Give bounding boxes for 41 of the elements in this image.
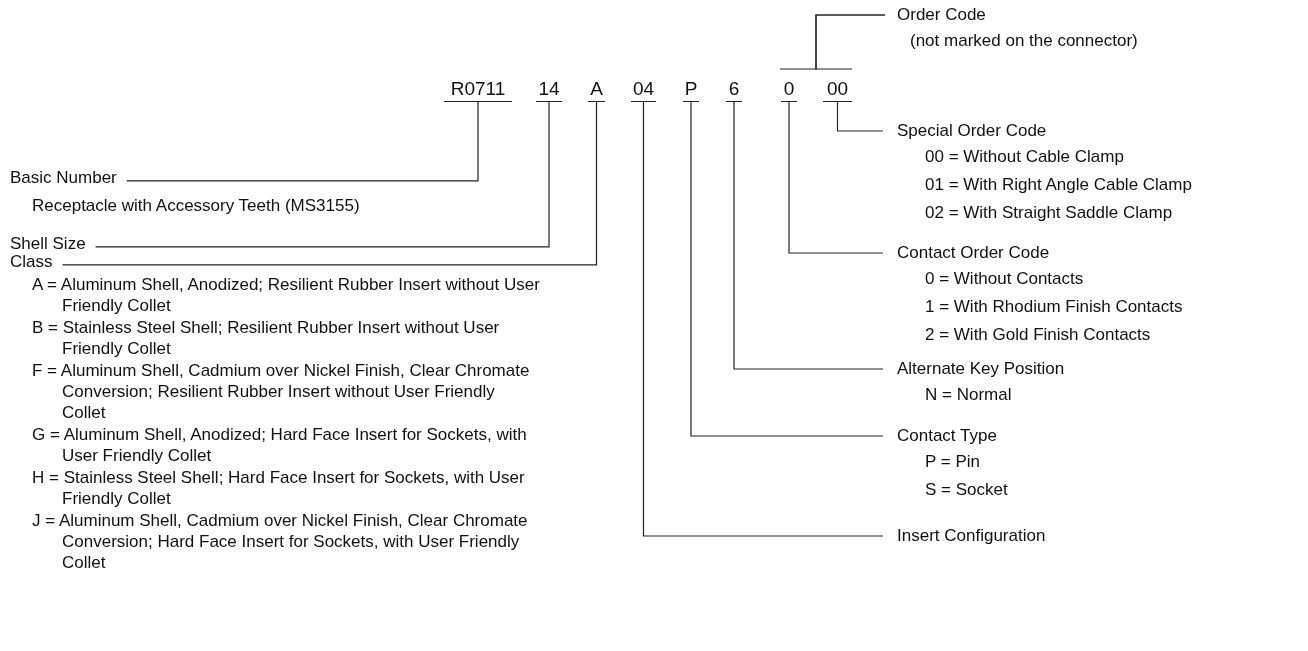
- leader-line: [690, 101, 884, 437]
- field-heading: Alternate Key Position: [897, 358, 1065, 380]
- leader-line: [836, 101, 884, 132]
- leader-line: [95, 101, 550, 248]
- note-text: (not marked on the connector): [909, 30, 1138, 52]
- leader-line: [733, 101, 884, 370]
- code-segment: 6: [726, 76, 742, 102]
- leader-line: [788, 101, 884, 254]
- option-text: S = Socket: [924, 479, 1008, 501]
- field-heading: Special Order Code: [897, 120, 1047, 142]
- option-text: H = Stainless Steel Shell; Hard Face Insert for Sockets, with User Friendly Collet: [31, 467, 526, 509]
- option-text: 2 = With Gold Finish Contacts: [924, 324, 1152, 346]
- option-text: 01 = With Right Angle Cable Clamp: [924, 174, 1192, 196]
- option-text: A = Aluminum Shell, Anodized; Resilient Rubber Insert without User Friendly Collet: [31, 274, 541, 316]
- option-text: P = Pin: [924, 451, 981, 473]
- option-text: F = Aluminum Shell, Cadmium over Nickel Finish, Clear Chromate Conversion; Resilient Rubber Insert without User Friendly Collet: [31, 360, 531, 423]
- code-segment: 04: [631, 76, 656, 102]
- leader-line: [61, 101, 598, 266]
- code-segment: 00: [823, 76, 852, 102]
- option-text: 1 = With Rhodium Finish Contacts: [924, 296, 1183, 318]
- field-heading: Contact Order Code: [897, 242, 1050, 264]
- option-text: 0 = Without Contacts: [924, 268, 1085, 290]
- option-text: N = Normal: [924, 384, 1013, 406]
- leader-line: [815, 14, 886, 70]
- leader-line: [642, 101, 884, 537]
- code-segment: P: [683, 76, 699, 102]
- field-heading: Contact Type: [897, 425, 997, 447]
- code-segment: 14: [536, 76, 562, 102]
- code-segment: 0: [781, 76, 797, 102]
- option-text: 02 = With Straight Saddle Clamp: [924, 202, 1174, 224]
- option-text: G = Aluminum Shell, Anodized; Hard Face Insert for Sockets, with User Friendly Collet: [31, 424, 528, 466]
- option-text: J = Aluminum Shell, Cadmium over Nickel Finish, Clear Chromate Conversion; Hard Face Insert for Sockets, with User Friendly Collet: [31, 510, 529, 573]
- field-heading: Order Code: [897, 4, 986, 26]
- option-text: 00 = Without Cable Clamp: [924, 146, 1125, 168]
- option-text: Receptacle with Accessory Teeth (MS3155): [31, 195, 360, 217]
- field-heading: Insert Configuration: [897, 525, 1046, 547]
- code-segment: A: [588, 76, 605, 102]
- option-text: B = Stainless Steel Shell; Resilient Rubber Insert without User Friendly Collet: [31, 317, 501, 359]
- leader-line: [126, 101, 479, 182]
- field-heading: Basic Number: [10, 167, 117, 189]
- code-segment: R0711: [444, 76, 512, 102]
